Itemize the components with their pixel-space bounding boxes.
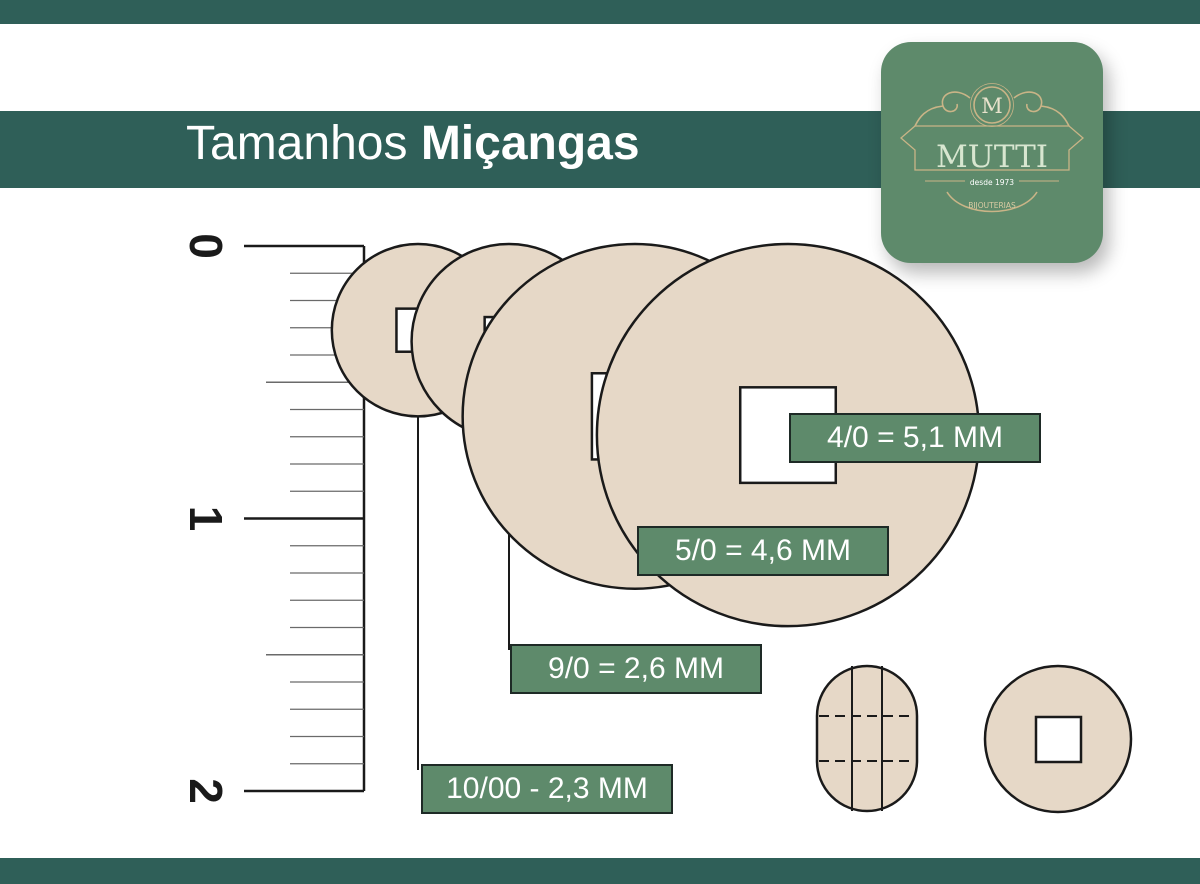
logo-brand: MUTTI — [936, 139, 1048, 175]
page-title: Tamanhos Miçangas — [186, 112, 640, 176]
mutti-logo: M MUTTI desde 1973 BIJOUTERIAS — [881, 42, 1103, 263]
logo-since: desde 1973 — [970, 178, 1014, 187]
bead-label-10-00: 10/00 - 2,3 MM — [421, 764, 673, 814]
page-title-light: Tamanhos — [186, 117, 408, 170]
page-title-bold: Miçangas — [420, 117, 640, 170]
oval-bead-side-view — [815, 664, 919, 813]
logo-initial: M — [981, 94, 1003, 118]
bead-label-9-0: 9/0 = 2,6 MM — [510, 644, 762, 694]
top-band — [0, 0, 1200, 24]
ruler-label: 1 — [180, 506, 232, 532]
ruler-label: 0 — [180, 233, 232, 259]
round-bead-front-view — [983, 664, 1133, 814]
bead-label-4-0: 4/0 = 5,1 MM — [789, 413, 1041, 463]
bottom-band — [0, 858, 1200, 884]
logo-tagline: BIJOUTERIAS — [968, 201, 1016, 210]
mutti-logo-icon: M MUTTI desde 1973 BIJOUTERIAS — [900, 83, 1084, 213]
bead-label-5-0: 5/0 = 4,6 MM — [637, 526, 889, 576]
ruler-label: 2 — [180, 778, 232, 804]
